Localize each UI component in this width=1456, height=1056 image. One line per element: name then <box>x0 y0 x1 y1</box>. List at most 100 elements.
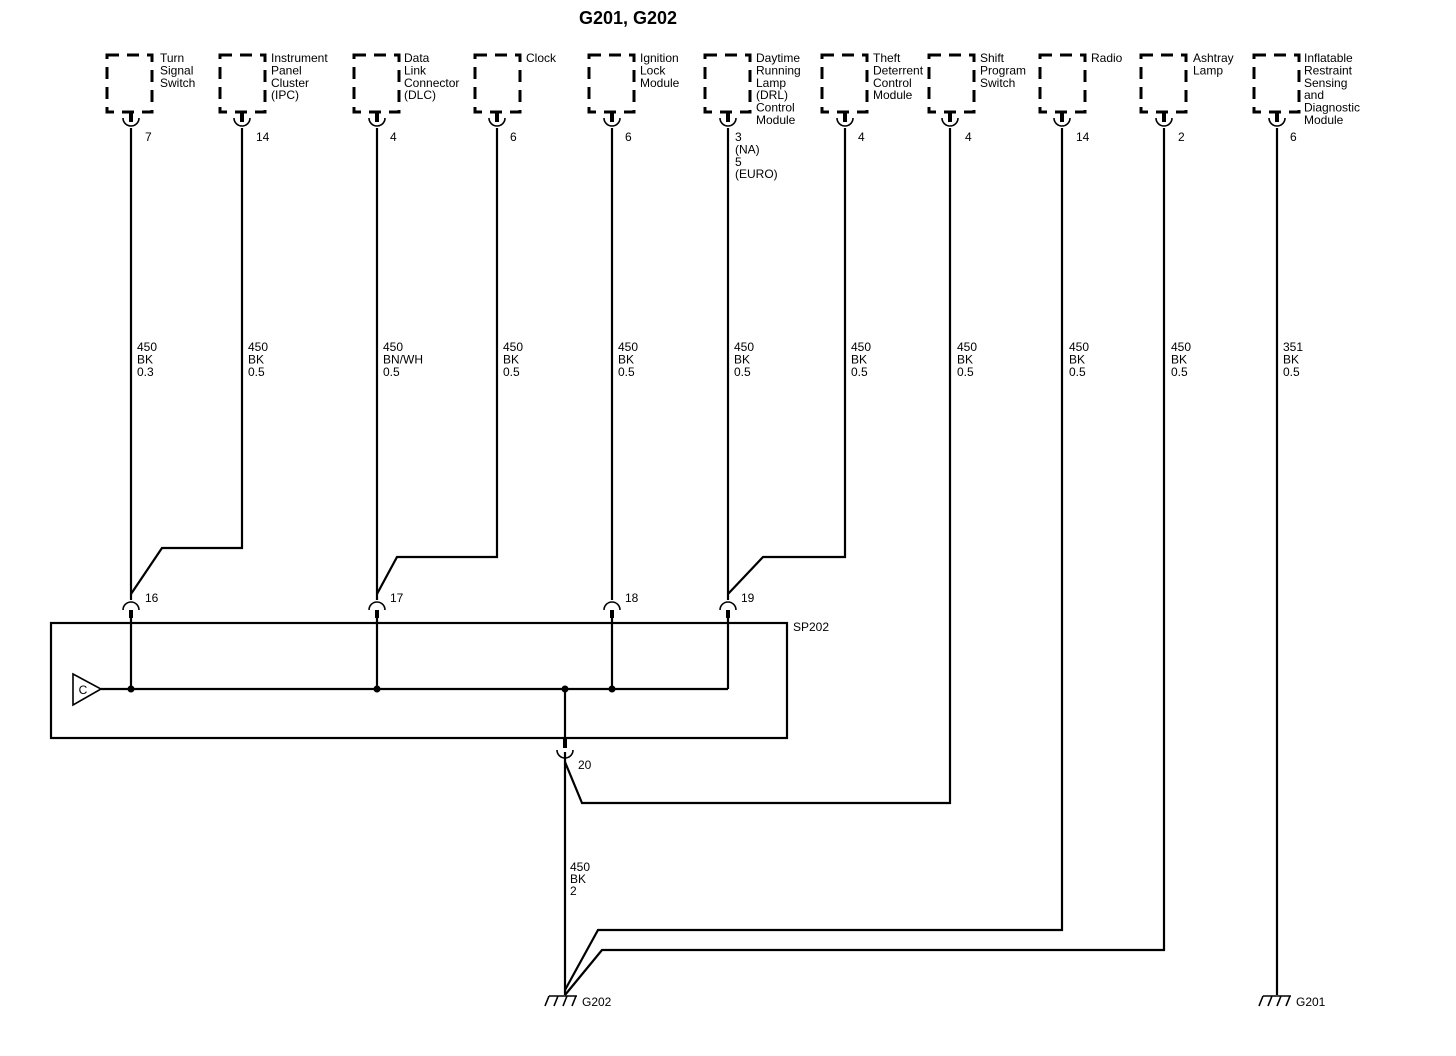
component-name-line: Panel <box>271 63 302 77</box>
component-box <box>1252 53 1301 114</box>
ground-g201: G201 <box>1258 995 1326 1009</box>
component-name-line: Module <box>873 88 913 102</box>
connector-icon <box>941 117 959 127</box>
splice-pins: 16 17 18 19 20 <box>122 591 755 772</box>
component-drl-control-module: DaytimeRunningLamp(DRL)ControlModule3(NA… <box>703 51 801 181</box>
connector-post <box>726 112 730 122</box>
component-name-line: Cluster <box>271 76 309 90</box>
wire-circuit: 450 <box>618 340 638 354</box>
component-pin-label: (NA) <box>735 142 760 156</box>
connector-icon <box>1268 117 1286 127</box>
component-box <box>703 53 752 114</box>
ground-icon <box>1258 995 1291 1007</box>
junction-dot <box>373 685 381 693</box>
ground-icon <box>544 995 577 1007</box>
component-inflatable-restraint-sdm: InflatableRestraintSensingandDiagnosticM… <box>1252 51 1360 144</box>
connector-post <box>240 112 244 122</box>
component-name-line: Deterrent <box>873 63 924 77</box>
splice-pin-20-post <box>563 739 567 748</box>
wire-circuit: 450 <box>1069 340 1089 354</box>
wire-gauge: 0.3 <box>137 365 154 379</box>
component-pin-label: 3 <box>735 130 742 144</box>
wire-circuit: 450 <box>137 340 157 354</box>
component-pin-label: 5 <box>735 155 742 169</box>
component-pin-label: 4 <box>858 130 865 144</box>
component-name-line: Module <box>1304 113 1344 127</box>
ground-label: G202 <box>582 995 612 1009</box>
wire-theft-deterrent <box>727 128 847 595</box>
wire-color: BK <box>503 352 519 366</box>
wire-circuit: 450 <box>734 340 754 354</box>
component-name-line: Program <box>980 63 1026 77</box>
splice-box <box>49 621 789 740</box>
splice-pin-18-connector <box>603 601 621 611</box>
wire-gauge: 0.5 <box>851 365 868 379</box>
component-name-line: Lamp <box>1193 63 1223 77</box>
component-name-line: Lock <box>640 63 666 77</box>
splice-pin-19-label: 19 <box>741 591 755 605</box>
connector-icon <box>233 117 251 127</box>
wire-gauge: 0.5 <box>1171 365 1188 379</box>
component-name-line: Theft <box>873 51 901 65</box>
splice-name: SP202 <box>793 620 829 634</box>
component-name-line: Connector <box>404 76 459 90</box>
component-name-line: Restraint <box>1304 63 1353 77</box>
wire-gauge: 0.5 <box>1283 365 1300 379</box>
wire-color: BK <box>137 352 153 366</box>
wire-color: BK <box>1283 352 1299 366</box>
component-name-line: (IPC) <box>271 88 299 102</box>
component-pin-label: 7 <box>145 130 152 144</box>
junction-dot <box>608 685 616 693</box>
wire-ipc <box>130 128 244 595</box>
splice-pin-17-post <box>375 610 379 618</box>
component-pin-label: 4 <box>965 130 972 144</box>
component-box <box>820 53 869 114</box>
splice-pin-16-post <box>129 610 133 618</box>
component-name-line: Turn <box>160 51 184 65</box>
splice-marker-triangle <box>72 672 103 707</box>
connector-post <box>375 112 379 122</box>
connector-icon <box>1053 117 1071 127</box>
wire-clock <box>376 128 499 595</box>
junction-dot <box>561 685 569 693</box>
component-name-line: Signal <box>160 63 193 77</box>
wire-color: BK <box>734 352 750 366</box>
component-name-line: and <box>1304 88 1324 102</box>
connector-icon <box>836 117 854 127</box>
component-name-line: Ashtray <box>1193 51 1234 65</box>
component-box <box>473 53 522 114</box>
component-name-line: Module <box>756 113 796 127</box>
wire-circuit: 450 <box>1171 340 1191 354</box>
splice-pack: SP202 C <box>49 612 829 745</box>
wire-gauge: 0.5 <box>503 365 520 379</box>
splice-pin-18-post <box>610 610 614 618</box>
wire-gauge: 0.5 <box>957 365 974 379</box>
wire-color: BK <box>1069 352 1085 366</box>
component-name-line: Module <box>640 76 680 90</box>
wire-ashtray <box>564 128 1166 996</box>
connector-icon <box>1155 117 1173 127</box>
splice-pin-19-connector <box>719 601 737 611</box>
connector-post <box>1275 112 1279 122</box>
component-pin-label: 14 <box>256 130 270 144</box>
component-name-line: Switch <box>160 76 195 90</box>
splice-pin-20-label: 20 <box>578 758 592 772</box>
component-pin-label: (EURO) <box>735 167 778 181</box>
connector-post <box>1162 112 1166 122</box>
wire-circuit: 450 <box>248 340 268 354</box>
component-pin-label: 4 <box>390 130 397 144</box>
connector-post <box>610 112 614 122</box>
component-name-line: Link <box>404 63 427 77</box>
junction-dot <box>127 685 135 693</box>
